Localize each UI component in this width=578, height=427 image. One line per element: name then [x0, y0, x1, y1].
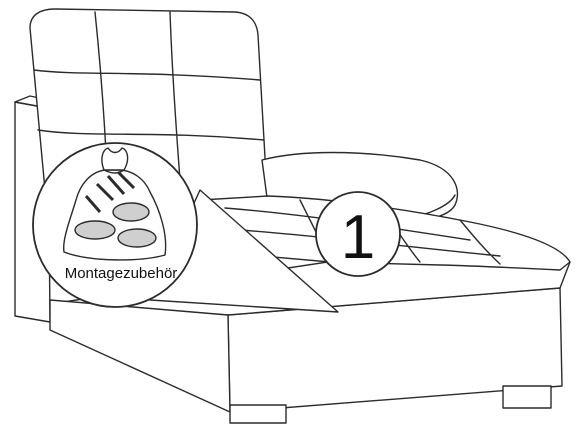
hardware-bag-icon	[62, 147, 167, 261]
sofa-leg-right	[502, 385, 552, 409]
sofa-base-side	[49, 299, 231, 413]
accessory-label: Montagezubehör	[65, 265, 178, 282]
hardware-bag-callout: Montagezubehör	[32, 142, 198, 308]
step-marker: 1	[315, 191, 401, 277]
backrest-tufting	[33, 11, 265, 206]
step-number: 1	[341, 203, 375, 272]
step-marker-circle	[315, 191, 401, 277]
sofa-leg-left	[229, 404, 287, 424]
